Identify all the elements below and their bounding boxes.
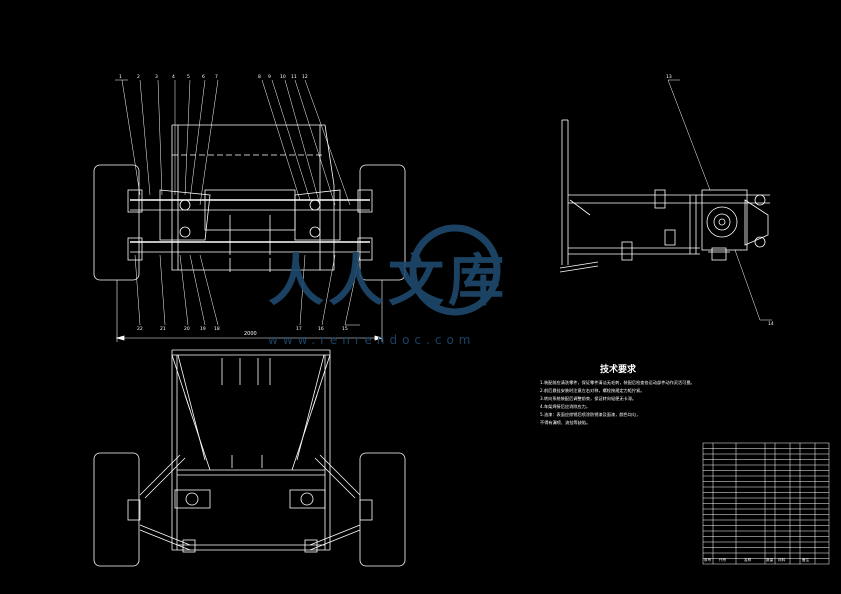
balloon-label: 22	[137, 326, 143, 332]
balloon-label: 16	[318, 326, 324, 332]
balloon-label: 8	[258, 74, 261, 80]
balloon-label: 21	[160, 326, 166, 332]
balloon-label: 15	[342, 326, 348, 332]
left-front-wheel	[93, 164, 140, 281]
balloon-label: 19	[200, 326, 206, 332]
balloon-label: 5	[187, 74, 190, 80]
balloon-label: 12	[302, 74, 308, 80]
bottom-view	[93, 349, 406, 567]
tech-line: 不得有漏喷、流挂等缺陷。	[540, 419, 590, 426]
balloon-label: 9	[268, 74, 271, 80]
title-block	[702, 442, 830, 565]
bom-header: 材料	[778, 557, 786, 562]
top-view	[93, 79, 406, 342]
balloon-label: 3	[155, 74, 158, 80]
right-front-wheel	[359, 164, 406, 281]
tech-line: 1.装配前应清洗零件，保证零件清洁无毛刺，装配后检查各运动部件动作灵活可靠。	[540, 379, 695, 386]
watermark-text: 人人文库	[268, 248, 508, 314]
bom-header: 数量	[766, 557, 774, 562]
bom-header: 备注	[802, 557, 810, 562]
technical-requirements: 技术要求 1.装配前应清洗零件，保证零件清洁无毛刺，装配后检查各运动部件动作灵活…	[540, 363, 695, 426]
balloon-label: 20	[184, 326, 190, 332]
balloon-label: 2	[137, 74, 140, 80]
bom-header: 名称	[744, 557, 752, 562]
watermark: 人人文库 www.renrendoc.com	[268, 224, 508, 347]
right-rear-wheel	[359, 452, 406, 567]
tech-line: 5.油漆：表面应除锈后喷涂防锈漆及面漆，颜色均匀，	[540, 411, 640, 418]
tech-line: 3.转向系统装配后调整前束，保证转向轻便无卡滞。	[540, 395, 636, 402]
balloon-label: 10	[280, 74, 286, 80]
tech-line: 4.车架焊接后应消除应力。	[540, 403, 590, 410]
balloon-label: 11	[291, 74, 297, 80]
balloon-label: 14	[768, 321, 774, 327]
bom-header: 代号	[719, 557, 727, 562]
bom-header: 序号	[704, 557, 712, 562]
frame-outline	[171, 124, 335, 271]
balloon-label: 13	[666, 74, 672, 80]
balloon-label: 18	[214, 326, 220, 332]
balloon-label: 6	[202, 74, 205, 80]
watermark-url: www.renrendoc.com	[268, 333, 475, 347]
tech-line: 2.前后悬挂安装时注意左右对称，螺栓按规定力矩拧紧。	[540, 387, 645, 394]
balloon-label: 4	[172, 74, 175, 80]
tech-title: 技术要求	[600, 363, 637, 375]
dimension-text: 2000	[244, 331, 257, 337]
watermark-logo-ring	[409, 224, 501, 316]
balloon-label: 7	[215, 74, 218, 80]
top-balloons: 1 2 3 4 5 6 7 8 9 10 11 12 22 21 20 19 1…	[119, 74, 348, 337]
title-block-headers: 序号 代号 名称 数量 材料 备注	[704, 557, 810, 562]
balloon-label: 17	[296, 326, 302, 332]
side-view	[559, 79, 772, 321]
balloon-label: 1	[119, 74, 122, 80]
left-rear-wheel	[93, 452, 140, 567]
